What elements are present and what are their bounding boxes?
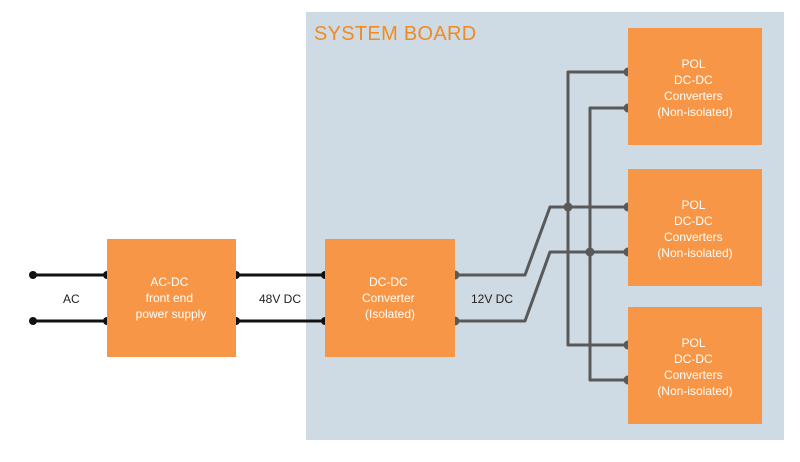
- pol-block-2: [628, 169, 762, 286]
- ac-label: AC: [63, 292, 80, 306]
- 48v-dc-label: 48V DC: [259, 292, 301, 306]
- pol-block-3: [628, 307, 762, 424]
- dcdc-block-label: DC-DC Converter (Isolated): [362, 275, 418, 321]
- pol-block-2-label: POL DC-DC Converters (Non-isolated): [657, 198, 732, 260]
- acdc-block: [107, 239, 236, 357]
- system-board-title: SYSTEM BOARD: [314, 23, 477, 45]
- pol-block-1: [628, 28, 762, 145]
- pol-block-1-label: POL DC-DC Converters (Non-isolated): [657, 57, 732, 119]
- dcdc-block: [325, 239, 455, 357]
- pol-block-3-label: POL DC-DC Converters (Non-isolated): [657, 336, 732, 398]
- 12v-dc-label: 12V DC: [471, 292, 513, 306]
- acdc-block-label: AC-DC front end power supply: [136, 275, 207, 321]
